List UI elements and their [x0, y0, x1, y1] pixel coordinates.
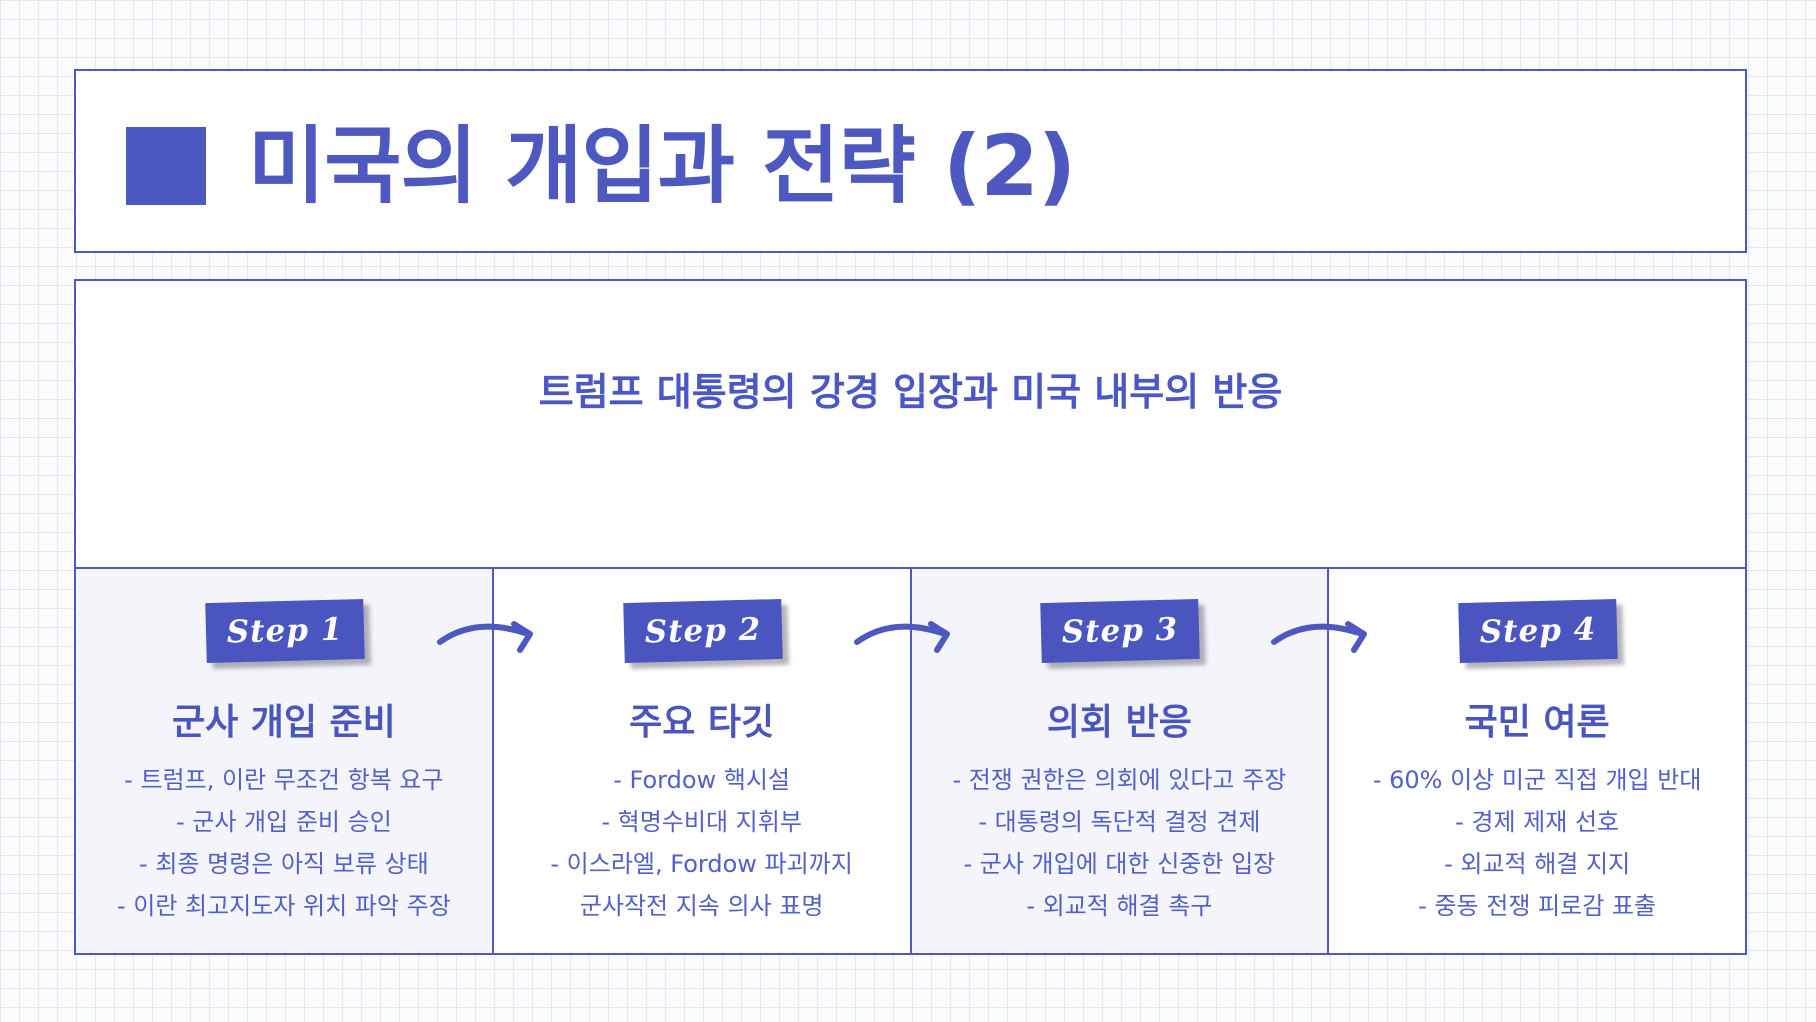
list-item: - 중동 전쟁 피로감 표출 — [1418, 892, 1657, 920]
step-tag-label: Step 2 — [643, 611, 762, 651]
step-bullet-list: - 전쟁 권한은 의회에 있다고 주장 - 대통령의 독단적 결정 견제 - 군… — [912, 759, 1328, 927]
curved-arrow-right-icon — [1271, 621, 1367, 653]
step-tag: Step 3 — [1040, 598, 1201, 664]
curved-arrow-right-icon — [437, 621, 533, 653]
list-item: - 경제 제재 선호 — [1455, 808, 1620, 836]
list-item: - 군사 개입 준비 승인 — [175, 808, 392, 836]
list-item: - 최종 명령은 아직 보류 상태 — [139, 850, 429, 878]
step-title: 의회 반응 — [1046, 702, 1192, 743]
list-item: - 트럼프, 이란 무조건 항복 요구 — [124, 766, 444, 794]
step-bullet-list: - 60% 이상 미군 직접 개입 반대 - 경제 제재 선호 - 외교적 해결… — [1329, 759, 1745, 927]
step-tag: Step 1 — [205, 598, 365, 664]
step-bullet-list: - Fordow 핵시설 - 혁명수비대 지휘부 - 이스라엘, Fordow … — [494, 759, 910, 927]
list-item: 군사작전 지속 의사 표명 — [579, 892, 824, 920]
page-title: 미국의 개입과 전략 (2) — [248, 117, 1076, 215]
list-item: - 이란 최고지도자 위치 파악 주장 — [116, 892, 451, 920]
section-subtitle: 트럼프 대통령의 강경 입장과 미국 내부의 반응 — [538, 370, 1283, 414]
list-item: - 외교적 해결 촉구 — [1026, 892, 1213, 920]
step-card-1: Step 1 군사 개입 준비 - 트럼프, 이란 무조건 항복 요구 - 군사… — [76, 569, 494, 953]
content-panel: 트럼프 대통령의 강경 입장과 미국 내부의 반응 Step 1 군사 개입 준… — [74, 279, 1747, 955]
step-tag-label: Step 1 — [226, 611, 344, 651]
step-tag-label: Step 3 — [1061, 611, 1180, 651]
list-item: - Fordow 핵시설 — [613, 766, 791, 794]
list-item: - 군사 개입에 대한 신중한 입장 — [963, 850, 1276, 878]
curved-arrow-right-icon — [854, 621, 950, 653]
list-item: - 이스라엘, Fordow 파괴까지 — [550, 850, 853, 878]
step-tag-label: Step 4 — [1479, 611, 1597, 651]
step-tag: Step 2 — [622, 598, 783, 664]
step-title: 주요 타깃 — [629, 702, 775, 743]
step-tag: Step 4 — [1458, 598, 1618, 664]
list-item: - 혁명수비대 지휘부 — [601, 808, 802, 836]
step-title: 군사 개입 준비 — [171, 702, 396, 743]
title-banner: 미국의 개입과 전략 (2) — [74, 69, 1747, 253]
step-card-3: Step 3 의회 반응 - 전쟁 권한은 의회에 있다고 주장 - 대통령의 … — [911, 569, 1330, 953]
list-item: - 외교적 해결 지지 — [1444, 850, 1631, 878]
list-item: - 대통령의 독단적 결정 견제 — [978, 808, 1261, 836]
square-icon — [126, 127, 206, 205]
step-card-2: Step 2 주요 타깃 - Fordow 핵시설 - 혁명수비대 지휘부 - … — [494, 569, 912, 953]
step-card-4: Step 4 국민 여론 - 60% 이상 미군 직접 개입 반대 - 경제 제… — [1329, 569, 1745, 953]
step-bullet-list: - 트럼프, 이란 무조건 항복 요구 - 군사 개입 준비 승인 - 최종 명… — [76, 759, 492, 927]
step-title: 국민 여론 — [1464, 702, 1610, 743]
list-item: - 60% 이상 미군 직접 개입 반대 — [1372, 766, 1702, 794]
list-item: - 전쟁 권한은 의회에 있다고 주장 — [952, 766, 1287, 794]
steps-row: Step 1 군사 개입 준비 - 트럼프, 이란 무조건 항복 요구 - 군사… — [76, 567, 1745, 953]
